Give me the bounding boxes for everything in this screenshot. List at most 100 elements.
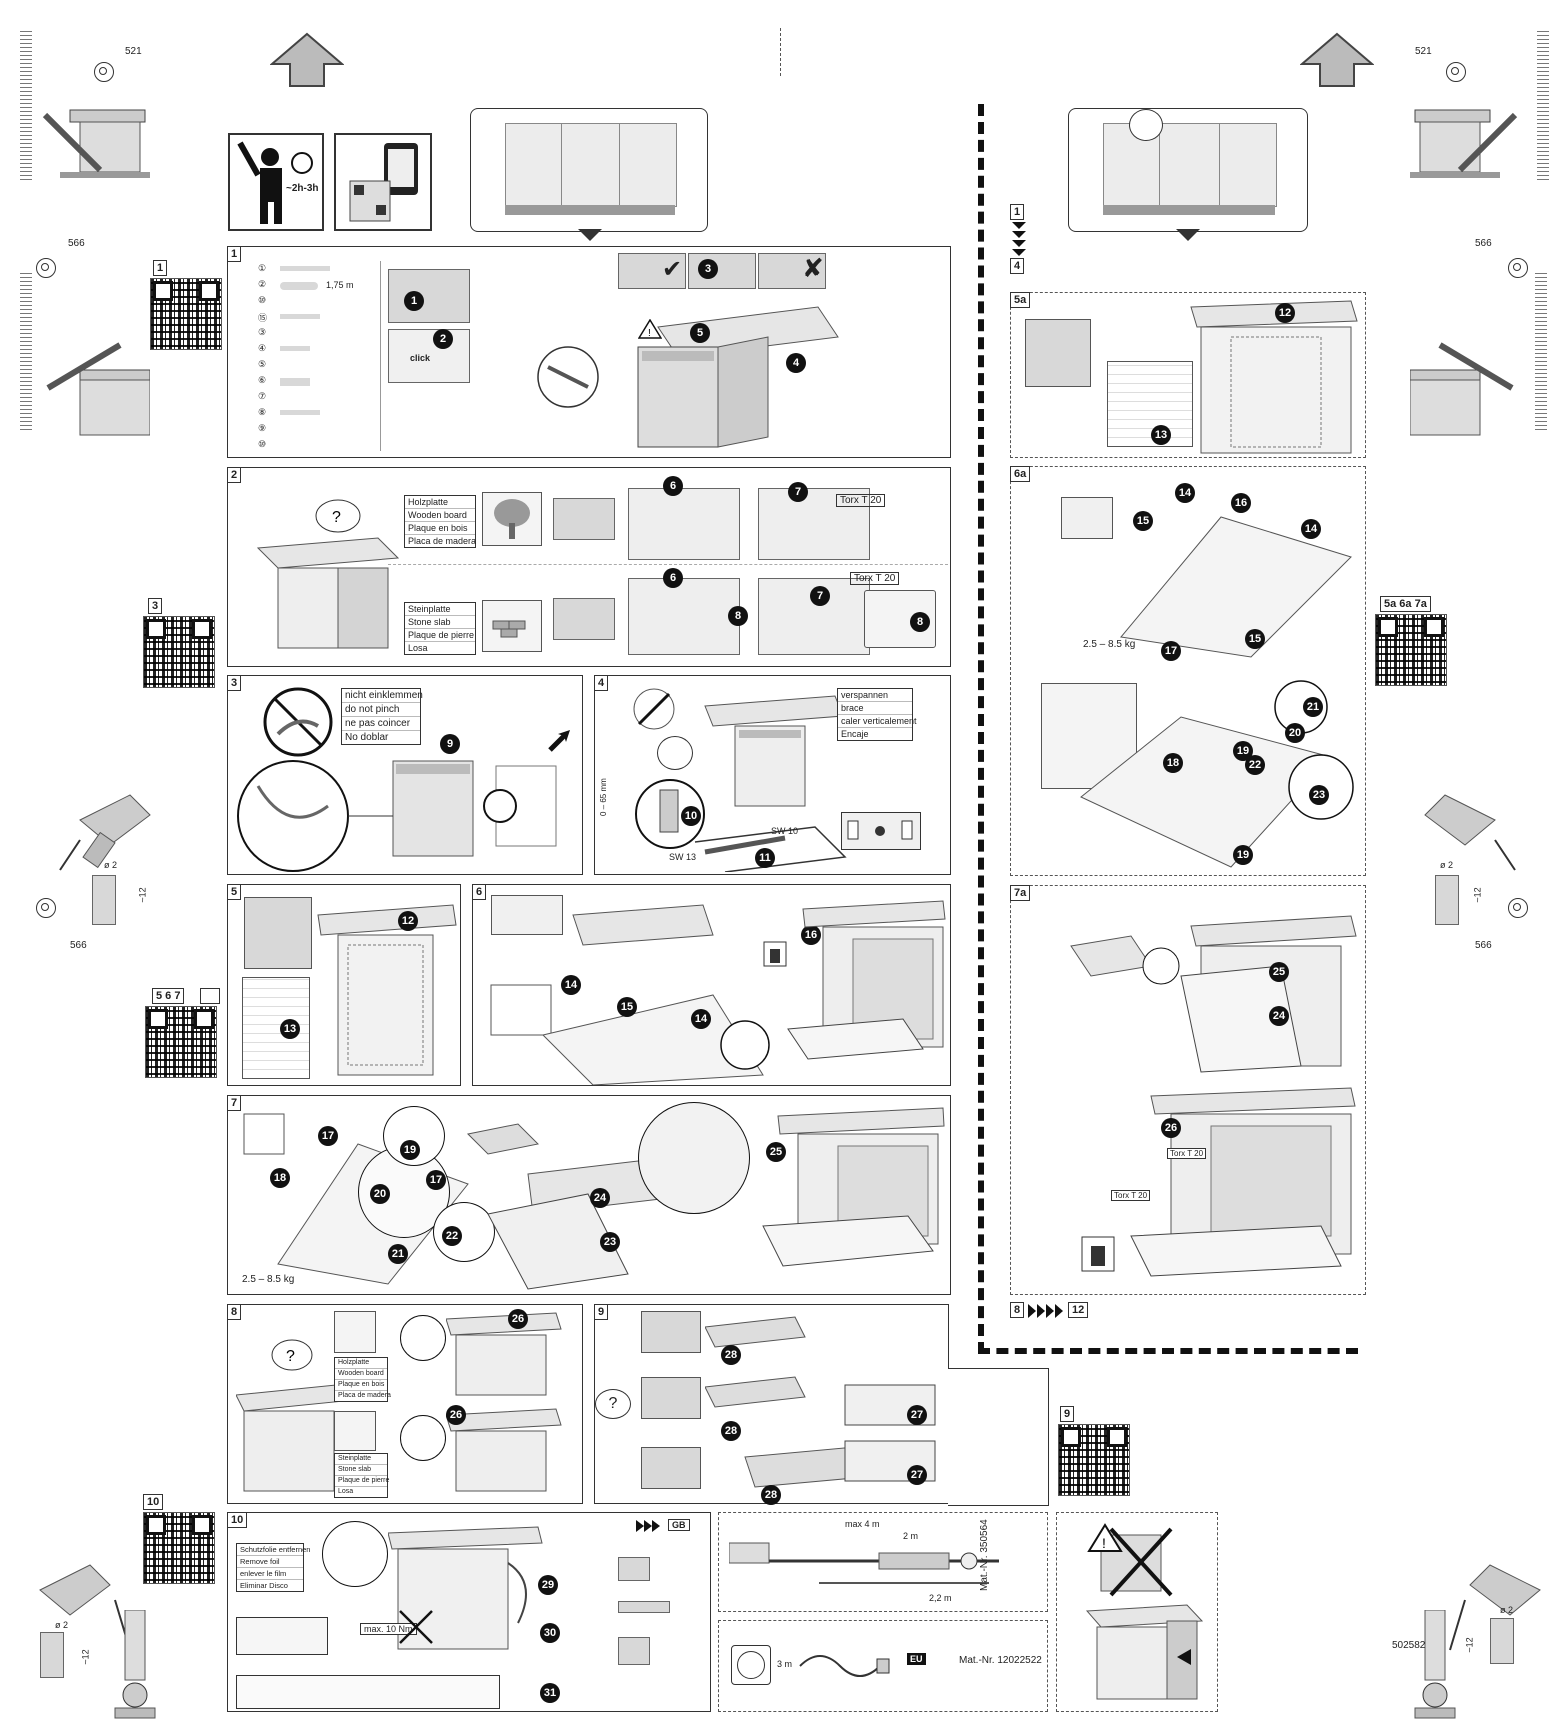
cross-icon (399, 1610, 433, 1644)
step-bullet: 5 (690, 323, 710, 343)
drill-right-depth: ~12 (1472, 887, 1483, 903)
svg-text:?: ? (286, 1348, 295, 1365)
drill-br-dia: ø 2 (1500, 1605, 1514, 1615)
part-item: ⑦ (258, 391, 267, 401)
power-part-number: Mat.-Nr. 12022522 (959, 1655, 1042, 1666)
step-bullet: 18 (1163, 753, 1183, 773)
hose-max-length: max 4 m (845, 1519, 880, 1529)
hose-illustration (729, 1542, 999, 1584)
template-install-illustration (317, 904, 457, 1076)
doc-number: 502582 (1392, 1640, 1426, 1651)
label: Losa (338, 1488, 354, 1495)
detail-inset (400, 1315, 446, 1361)
qr-code[interactable] (143, 1512, 215, 1584)
weight-label: 2.5 – 8.5 kg (1083, 639, 1136, 650)
drill-hole-diagram (1435, 875, 1459, 925)
step-panel-6: 6 14 15 14 16 (472, 884, 951, 1086)
part-item: ① (258, 263, 267, 273)
label: Losa (408, 643, 428, 653)
drill-hole-diagram (40, 1632, 64, 1678)
qr-code[interactable] (145, 1006, 217, 1078)
qr-code[interactable] (1375, 614, 1447, 686)
no-pinch-icon (263, 687, 333, 757)
step-to: 4 (1010, 258, 1025, 274)
label: Plaque de pierre (335, 1476, 389, 1487)
step-bullet: 14 (1175, 483, 1195, 503)
detail-inset (864, 590, 936, 648)
trash-icon (1081, 1236, 1115, 1272)
side-wall-warning-panel: ! (1056, 1512, 1218, 1712)
svg-text:?: ? (332, 509, 341, 526)
step-range-nav: 8 12 (1010, 1302, 1090, 1322)
dishwasher-illustration: ? (236, 1339, 345, 1492)
step-number: 9 (594, 1304, 609, 1320)
qr-code[interactable] (1058, 1424, 1130, 1496)
qr-code[interactable] (143, 616, 215, 688)
label: Plaque de pierre (405, 629, 475, 642)
clamp-icon (114, 1610, 156, 1719)
label: Placa de madera (338, 1392, 391, 1399)
step-bullet: 13 (280, 1019, 300, 1039)
stone-slab-labels: Steinplatte Stone slab Plaque de pierre … (334, 1453, 389, 1498)
hose-length-b: 2,2 m (929, 1593, 952, 1603)
step-number: 2 (227, 467, 242, 483)
step-bullet: 9 (440, 734, 460, 754)
warning-icon: ! (638, 319, 662, 339)
step-illustration (388, 329, 470, 383)
dishwasher-illustration (704, 695, 844, 807)
label: enlever le film (237, 1568, 303, 1580)
app-scan-box (334, 133, 432, 231)
brace-labels: verspannen brace caler verticalement Enc… (837, 688, 917, 741)
step-bullet: 13 (1151, 425, 1171, 445)
label: nicht einklemmen (342, 689, 423, 703)
step-bullet: 15 (617, 997, 637, 1017)
click-label: click (410, 353, 431, 363)
step-bullet: 3 (698, 259, 718, 279)
step-bullet: 4 (786, 353, 806, 373)
step-bullet: 16 (801, 925, 821, 945)
svg-text:!: ! (1102, 1535, 1106, 1551)
label: Steinplatte (405, 603, 475, 616)
drill-left-depth: ~12 (137, 887, 148, 903)
step-bullet: 28 (721, 1345, 741, 1365)
step-bullet: 6 (663, 568, 683, 588)
step-number: 7 (227, 1095, 242, 1111)
step-bullet: 29 (538, 1575, 558, 1595)
down-arrow-icon (1176, 229, 1200, 241)
qr-label-567: 5 6 7 (152, 988, 185, 1004)
template-install-illustration (1190, 300, 1358, 454)
step-bullet: 14 (691, 1009, 711, 1029)
double-chevron-icon (1028, 1304, 1063, 1318)
label: Wooden board (335, 1369, 387, 1380)
qr-code[interactable] (150, 278, 222, 350)
part-item: ⑩ (258, 295, 267, 305)
pencil-mark-icon (42, 109, 150, 178)
step-bullet: 21 (1303, 697, 1323, 717)
drill-br-depth: ~12 (1464, 1637, 1475, 1653)
pencil-mark-icon (1410, 342, 1514, 436)
correct-incorrect-row: ✔ ✘ (618, 253, 828, 289)
step-bullet: 14 (1301, 519, 1321, 539)
step-bullet: 8 (728, 606, 748, 626)
tree-icon (482, 492, 542, 546)
dishwasher-open-illustration (787, 900, 946, 1060)
target-icon (94, 62, 114, 82)
dim-mid-left: 566 (68, 238, 85, 249)
stone-icon (482, 600, 542, 652)
step-bullet: 7 (810, 586, 830, 606)
step-bullet: 28 (721, 1421, 741, 1441)
label: ne pas coincer (342, 717, 420, 731)
kitchen-cabinet-illustration (470, 108, 708, 232)
label: No doblar (345, 732, 389, 743)
part-item: ⑥ (258, 375, 267, 385)
step-bullet: 11 (755, 848, 775, 868)
label: Encaje (841, 729, 869, 739)
part-item: ④ (258, 343, 267, 353)
step-illustration (628, 488, 740, 560)
template-sheet (1025, 319, 1091, 387)
step-bullet: 31 (540, 1683, 560, 1703)
hose-part-number: Mat.-Nr. 350564 (979, 1519, 990, 1591)
side-panel-illustration (705, 1316, 936, 1488)
tree-icon (334, 1311, 376, 1353)
hose-connection-details (604, 1537, 704, 1671)
